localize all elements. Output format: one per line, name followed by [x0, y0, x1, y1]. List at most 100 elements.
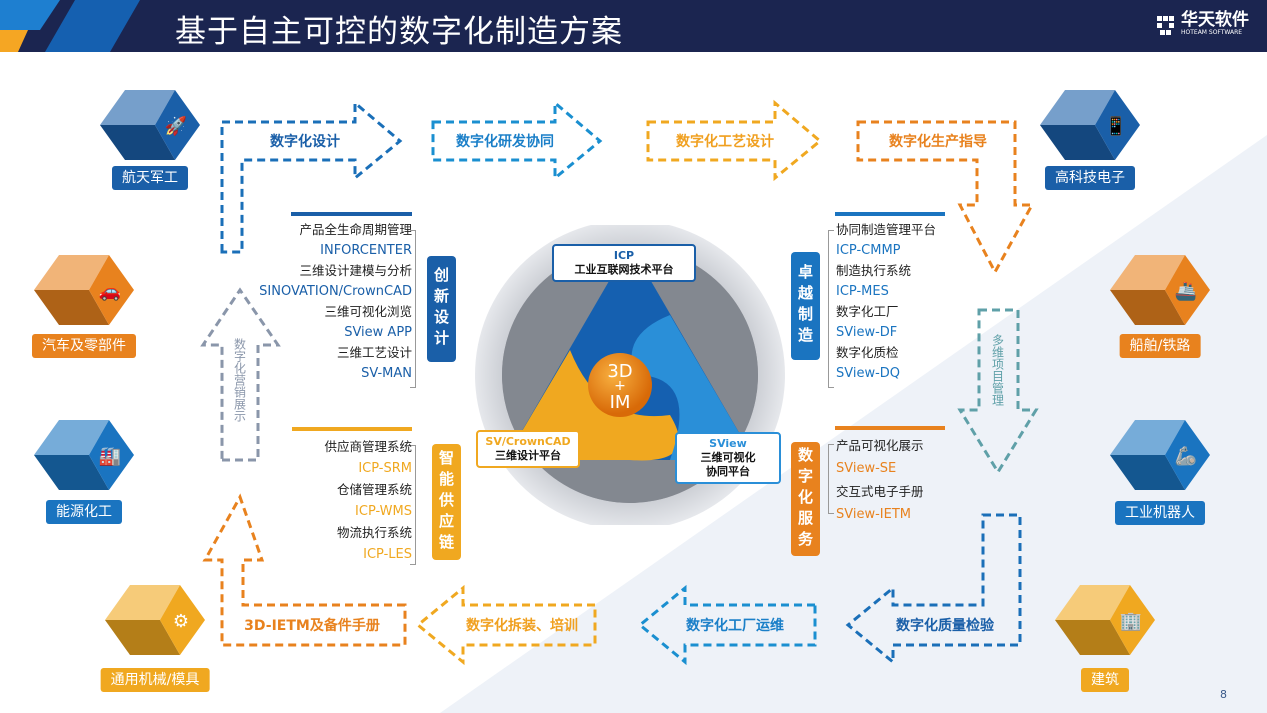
flow-label-marketing: 数字化营销展示 — [232, 338, 247, 422]
product-code: SView APP — [344, 324, 412, 340]
sview-segment — [631, 315, 755, 460]
design-list: 产品全生命周期管理 INFORCENTER 三维设计建模与分析 SINOVATION/… — [259, 220, 412, 384]
arrow-project-management — [957, 308, 1039, 475]
flow-label-quality: 数字化质量检验 — [896, 618, 994, 634]
design-badge: 创新设计 — [427, 256, 456, 362]
industry-hex: 🏭 — [34, 420, 134, 490]
product-code: SV-MAN — [361, 365, 412, 381]
factory-icon: 🏭 — [99, 446, 121, 467]
system-name: 三维可视化浏览 — [324, 304, 412, 319]
system-name: 供应商管理系统 — [324, 439, 412, 454]
arrow-ietm-manual — [202, 493, 407, 647]
product-code: SView-SE — [836, 461, 897, 476]
arrow-quality-inspection — [845, 513, 1022, 666]
product-code: ICP-LES — [363, 546, 412, 562]
industry-hex: 🦾 — [1110, 420, 1210, 490]
gear-wrench-icon: ⚙ — [173, 611, 189, 632]
industry-label: 航天军工 — [112, 166, 188, 190]
system-name: 数字化工厂 — [836, 304, 899, 319]
product-code: SView-DF — [836, 324, 898, 340]
core-text-plus: + — [614, 378, 626, 394]
manufacture-badge: 卓越制造 — [791, 252, 820, 360]
logo-subtext: HOTEAM SOFTWARE — [1181, 29, 1243, 36]
core-ball — [588, 353, 652, 417]
product-code: ICP-WMS — [355, 503, 412, 519]
flow-label-process: 数字化工艺设计 — [676, 134, 774, 150]
icp-platform-box: ICP 工业互联网技术平台 — [552, 244, 696, 282]
flow-label-design: 数字化设计 — [270, 134, 340, 150]
system-name: 三维工艺设计 — [336, 345, 412, 360]
product-code: ICP-SRM — [358, 460, 412, 476]
system-name: 数字化质检 — [836, 345, 899, 360]
core-text-im: IM — [610, 392, 631, 413]
product-code: INFORCENTER — [320, 242, 412, 258]
service-bar — [835, 426, 945, 430]
logo-text: 华天软件 — [1181, 10, 1249, 30]
sv-platform-box: SV/CrownCAD 三维设计平台 — [476, 430, 580, 468]
sview-desc-2: 协同平台 — [706, 465, 750, 478]
industry-label: 高科技电子 — [1045, 166, 1135, 190]
robot-arm-icon: 🦾 — [1175, 446, 1197, 467]
product-code: ICP-CMMP — [836, 242, 901, 258]
industry-hex: 🏢 — [1055, 585, 1155, 655]
flow-label-training: 数字化拆装、培训 — [466, 618, 578, 634]
product-code: ICP-MES — [836, 283, 889, 299]
sv-name: SV/CrownCAD — [485, 435, 571, 448]
flow-label-factory: 数字化工厂运维 — [686, 618, 784, 634]
arrow-digital-design — [220, 99, 403, 254]
manufacture-bracket — [828, 230, 834, 388]
supply-badge: 智能供应链 — [432, 444, 461, 560]
industry-hex: 🚀 — [100, 90, 200, 160]
flow-label-rd: 数字化研发协同 — [456, 134, 554, 150]
system-name: 物流执行系统 — [336, 525, 412, 540]
industry-label: 建筑 — [1081, 668, 1129, 692]
logo-mark-icon — [1157, 15, 1174, 35]
product-code: SView-IETM — [836, 507, 911, 522]
design-bar — [291, 212, 412, 216]
sview-name: SView — [709, 437, 747, 450]
arrow-disassembly-training — [415, 584, 597, 666]
industry-hex: 🚗 — [34, 255, 134, 325]
mobile-devices-icon: 📱 — [1105, 115, 1127, 137]
service-bracket — [828, 444, 834, 514]
flow-label-ietm: 3D-IETM及备件手册 — [244, 618, 380, 634]
arrow-factory-operation — [637, 584, 817, 666]
page-number: 8 — [1220, 688, 1227, 701]
supply-bracket — [410, 445, 416, 565]
industry-label: 船舶/铁路 — [1119, 334, 1201, 358]
core-text-3d: 3D — [607, 361, 632, 382]
design-bracket — [410, 230, 416, 388]
system-name: 产品可视化展示 — [836, 438, 924, 453]
icp-desc: 工业互联网技术平台 — [574, 263, 674, 276]
system-name: 产品全生命周期管理 — [299, 222, 412, 237]
manufacture-bar — [835, 212, 945, 216]
arrow-marketing-display — [200, 287, 281, 462]
sv-desc: 三维设计平台 — [495, 449, 561, 462]
service-badge: 数字化服务 — [791, 442, 820, 556]
flow-label-production: 数字化生产指导 — [889, 134, 987, 150]
system-name: 三维设计建模与分析 — [299, 263, 412, 278]
ship-icon: 🚢 — [1175, 281, 1197, 302]
page-title: 基于自主可控的数字化制造方案 — [175, 14, 623, 50]
arrow-production-guide — [856, 120, 1035, 276]
industry-hex: 🚢 — [1110, 255, 1210, 325]
sview-platform-box: SView 三维可视化 协同平台 — [675, 432, 781, 484]
industry-label: 能源化工 — [46, 500, 122, 524]
flow-label-project: 多维项目管理 — [990, 334, 1005, 406]
car-icon: 🚗 — [99, 281, 121, 302]
industry-hex: 📱 — [1040, 90, 1140, 160]
industry-label: 汽车及零部件 — [32, 334, 136, 358]
arrow-rd-collaboration — [431, 99, 603, 182]
industry-label: 工业机器人 — [1115, 501, 1205, 525]
product-code: SView-DQ — [836, 365, 901, 381]
product-code: SINOVATION/CrownCAD — [259, 283, 412, 299]
system-name: 仓储管理系统 — [336, 482, 412, 497]
building-icon: 🏢 — [1120, 611, 1142, 632]
industry-hex: ⚙ — [105, 585, 205, 655]
sview-desc-1: 三维可视化 — [700, 451, 756, 464]
